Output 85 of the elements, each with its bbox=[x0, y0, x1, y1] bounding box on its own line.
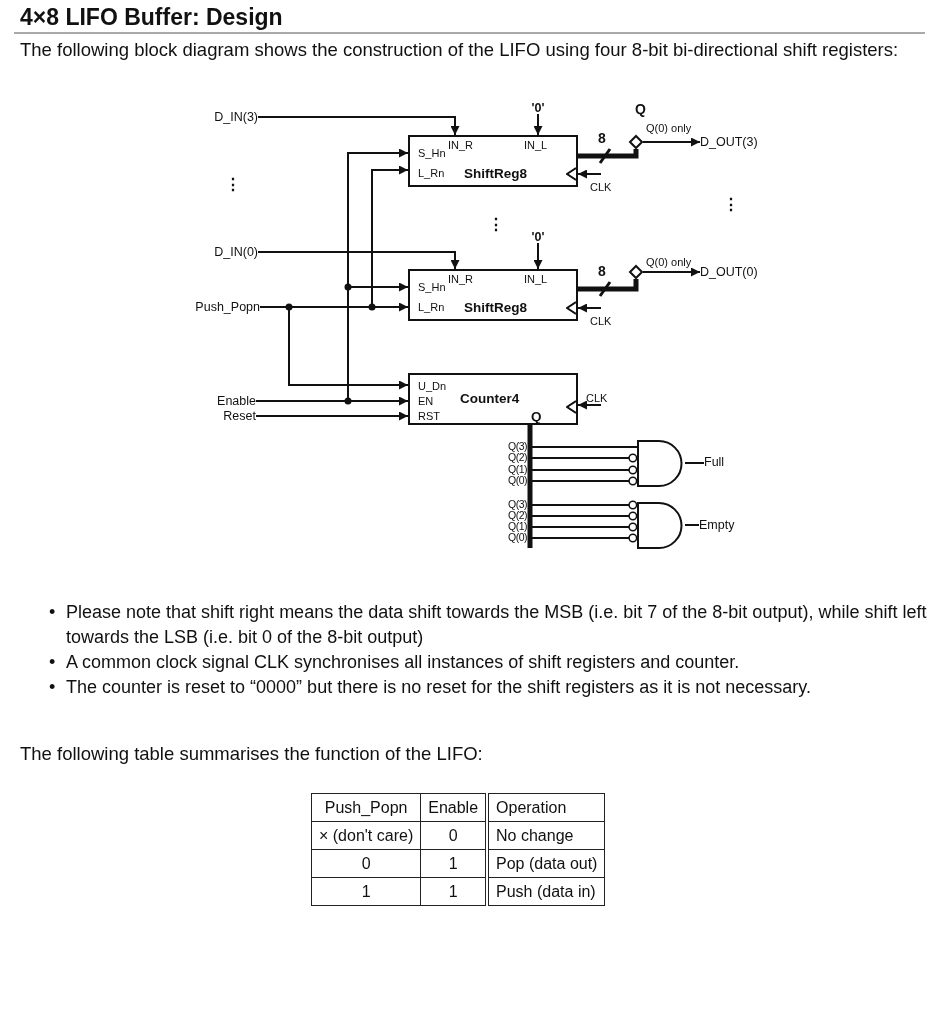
counter-block bbox=[408, 373, 578, 425]
port-label: IN_R bbox=[448, 139, 474, 151]
block-name: Counter4 bbox=[460, 391, 520, 406]
edge-label: 8 bbox=[598, 264, 606, 279]
signal-arrow bbox=[257, 116, 460, 136]
intro-text: The following table summarises the function of the LIFO: bbox=[20, 743, 483, 765]
block-name: ShiftReg8 bbox=[464, 166, 527, 181]
intro-text: The following block diagram shows the construction of the LIFO using four 8-bit bi-directional shift registers: bbox=[20, 39, 899, 61]
edge-label: Q(0) only bbox=[646, 256, 692, 268]
port-label: IN_L bbox=[524, 273, 548, 285]
table-cell: Enable bbox=[420, 793, 488, 822]
signal-label: Empty bbox=[699, 517, 743, 533]
signal-label: Reset bbox=[200, 408, 256, 424]
signal-arrow bbox=[255, 411, 409, 421]
port-label: IN_R bbox=[448, 273, 474, 285]
edge-label: Q(3) bbox=[508, 441, 527, 452]
ellipsis-mark: ⋮ bbox=[225, 175, 241, 195]
signal-label: Full bbox=[704, 454, 736, 470]
output-port-diamond bbox=[629, 135, 643, 149]
edge-label: Q(0) bbox=[508, 475, 527, 486]
edge-label: Q(0) bbox=[508, 532, 527, 543]
bullet-text: The counter is reset to “0000” but there is no reset for the shift registers as it is not necessary. bbox=[66, 676, 812, 699]
bus-line bbox=[578, 279, 639, 292]
signal-arrow bbox=[577, 400, 602, 410]
bullet-text: Please note that shift right means the data shift towards the MSB (i.e. bit 7 of the 8-bit output), while shift left towards the LSB (i.e. bit 0 of the 8-bit output) bbox=[66, 601, 928, 649]
wire bbox=[684, 462, 705, 464]
signal-arrow bbox=[642, 137, 701, 147]
ellipsis-mark: ⋮ bbox=[488, 215, 504, 235]
signal-arrow bbox=[259, 306, 409, 390]
table-cell: × (don't care) bbox=[311, 821, 421, 850]
signal-label: D_OUT(3) bbox=[700, 134, 764, 150]
edge-label: CLK bbox=[590, 181, 612, 193]
port-label: U_Dn bbox=[418, 380, 447, 392]
table-cell: 0 bbox=[311, 849, 421, 878]
edge-label: Q(1) bbox=[508, 464, 527, 475]
page-title: 4×8 LIFO Buffer: Design bbox=[20, 3, 283, 31]
bullet-mark: • bbox=[49, 676, 56, 699]
shift-register-block bbox=[408, 269, 578, 321]
table-cell: Operation bbox=[487, 793, 605, 822]
port-label: IN_L bbox=[524, 139, 548, 151]
edge-label: 8 bbox=[598, 131, 606, 146]
signal-label: D_IN(3) bbox=[190, 109, 258, 125]
shift-register-block bbox=[408, 135, 578, 187]
signal-arrow bbox=[577, 169, 602, 179]
port-label: Q bbox=[635, 102, 646, 117]
constant-label: '0' bbox=[527, 229, 549, 243]
table-cell: Push (data in) bbox=[487, 877, 605, 906]
table-cell: Pop (data out) bbox=[487, 849, 605, 878]
wire bbox=[684, 524, 700, 526]
signal-arrow bbox=[577, 303, 602, 313]
port-label: L_Rn bbox=[418, 167, 445, 179]
signal-arrow bbox=[255, 396, 409, 406]
signal-arrow bbox=[642, 267, 701, 277]
edge-label: Q(1) bbox=[508, 521, 527, 532]
bullet-mark: • bbox=[49, 651, 56, 674]
edge-label: Q(2) bbox=[508, 510, 527, 521]
edge-label: CLK bbox=[590, 315, 612, 327]
block-name: ShiftReg8 bbox=[464, 300, 527, 315]
edge-label: Q(2) bbox=[508, 452, 527, 463]
constant-label: '0' bbox=[527, 100, 549, 114]
signal-label: Push_Popn bbox=[184, 299, 260, 315]
output-port-diamond bbox=[629, 265, 643, 279]
bullet-text: A common clock signal CLK synchronises all instances of shift registers and counter. bbox=[66, 651, 741, 674]
bus-line bbox=[578, 149, 639, 159]
signal-arrow bbox=[533, 242, 543, 270]
port-label: S_Hn bbox=[418, 147, 446, 159]
bullet-mark: • bbox=[49, 601, 56, 624]
table-cell: 1 bbox=[311, 877, 421, 906]
signal-arrow bbox=[533, 113, 543, 136]
signal-label: Enable bbox=[200, 393, 256, 409]
signal-label: D_IN(0) bbox=[190, 244, 258, 260]
port-label: S_Hn bbox=[418, 281, 446, 293]
and-gate bbox=[637, 502, 685, 549]
table-cell: Push_Popn bbox=[311, 793, 421, 822]
table-cell: No change bbox=[487, 821, 605, 850]
signal-label: D_OUT(0) bbox=[700, 264, 764, 280]
port-label: RST bbox=[418, 410, 440, 422]
port-label: EN bbox=[418, 395, 434, 407]
port-label: L_Rn bbox=[418, 301, 445, 313]
edge-label: Q(0) only bbox=[646, 122, 692, 134]
ellipsis-mark: ⋮ bbox=[723, 195, 739, 215]
and-gate bbox=[637, 440, 685, 487]
edge-label: Q(3) bbox=[508, 499, 527, 510]
edge-label: CLK bbox=[586, 392, 608, 404]
signal-arrow bbox=[257, 251, 460, 270]
